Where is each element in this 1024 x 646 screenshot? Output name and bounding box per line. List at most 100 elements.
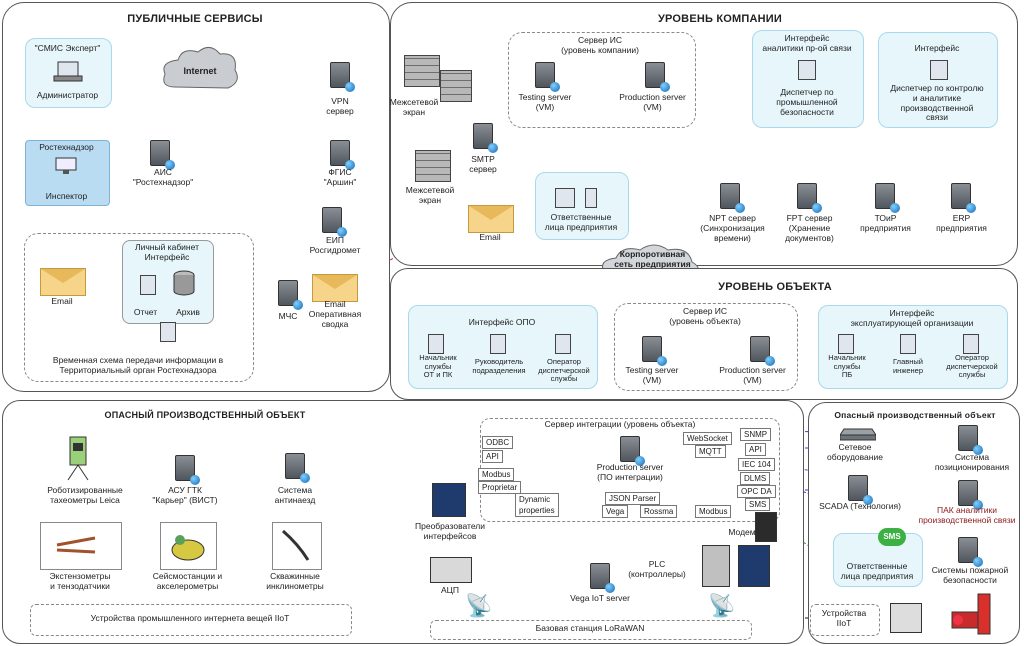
tag-json[interactable]: JSON Parser <box>605 492 661 505</box>
scada-label: SCADA (Технология) <box>819 501 901 511</box>
mchs-label: МЧС <box>278 311 298 321</box>
tag-api-right[interactable]: API <box>745 443 766 456</box>
monitor-icon <box>900 334 916 354</box>
responsible-box[interactable] <box>535 172 629 240</box>
server-icon <box>150 140 175 170</box>
toir-server-icon <box>875 183 900 213</box>
converter-icon <box>432 483 466 517</box>
monitor-icon <box>798 60 816 80</box>
modem-label: Модем <box>728 527 756 537</box>
tag-opcda[interactable]: OPC DA <box>737 485 776 498</box>
internet-cloud-icon <box>163 47 238 89</box>
main-eng-label: Главный инженер <box>892 357 923 375</box>
opo-iface-label: Интерфейс ОПО <box>468 317 536 327</box>
cabinet-box[interactable] <box>122 240 214 324</box>
tag-snmp[interactable]: SNMP <box>740 428 772 441</box>
tag-odbc[interactable]: ODBC <box>482 436 514 449</box>
panel-hazard-object <box>2 400 804 644</box>
eip-label: ЕИП Росгидромет <box>309 235 361 255</box>
monitor-icon <box>838 334 854 354</box>
modem-icon <box>755 512 777 542</box>
testing-server-icon <box>535 62 560 92</box>
monitor-icon <box>555 188 575 208</box>
sms-bubble-label: SMS <box>883 532 901 541</box>
tag-api-left[interactable]: API <box>482 450 503 463</box>
operator2-label: Оператор диспетчерской службы <box>946 353 998 380</box>
ais-label: АИС "Ростехнадзор" <box>132 167 194 187</box>
integration-label: Сервер интеграции (уровень объекта) <box>544 419 696 429</box>
production-int-label: Production server (ПО интеграции) <box>596 462 664 482</box>
monitor-icon <box>930 60 948 80</box>
server-icon <box>330 62 355 92</box>
tag-sms[interactable]: SMS <box>745 498 771 511</box>
operator1-label: Оператор диспетчерской службы <box>538 357 590 384</box>
panel-title-public: ПУБЛИЧНЫЕ СЕРВИСЫ <box>127 13 263 25</box>
document-icon <box>160 322 176 342</box>
firewall-icon <box>440 70 472 102</box>
tag-websocket[interactable]: WebSocket <box>683 432 732 445</box>
adc-icon <box>430 557 472 583</box>
internet-label: Internet <box>183 66 217 76</box>
chief-pb-label: Начальник службы ПБ <box>828 353 866 380</box>
archive-label: Архив <box>176 307 200 317</box>
firewall-icon <box>404 55 440 87</box>
summary-envelope-icon <box>312 274 358 302</box>
smtp-label: SMTP сервер <box>469 154 497 174</box>
report-label: Отчет <box>133 307 158 317</box>
object-testing-label: Testing server (VM) <box>625 365 679 385</box>
asu-server-icon <box>175 455 200 485</box>
panel-title-hazard: ОПАСНЫЙ ПРОИЗВОДСТВЕННЫЙ ОБЪЕКТ <box>104 410 306 420</box>
ftp-server-icon <box>797 183 822 213</box>
chief-ot-label: Начальник службы ОТ и ПК <box>419 353 457 380</box>
antinaezd-label: Система антинаезд <box>274 485 316 505</box>
company-production-label: Production server (VM) <box>619 92 686 112</box>
ntp-label: NPT сервер (Синхронизация времени) <box>700 213 765 243</box>
analytics-iface-label: Интерфейс аналитики пр-ой связи <box>762 33 852 53</box>
inspector-label: Инспектор <box>45 191 88 201</box>
adc-label: АЦП <box>440 585 460 595</box>
company-email-icon <box>468 205 514 233</box>
mchs-server-icon <box>278 280 303 310</box>
fire-label: Системы пожарной безопасности <box>931 565 1009 585</box>
tag-rossma[interactable]: Rossma <box>640 505 678 518</box>
plc-icon <box>702 545 730 587</box>
firewall1-label: Межсетевой экран <box>389 97 439 117</box>
object-production-label: Production server (VM) <box>719 365 786 385</box>
tag-dlms[interactable]: DLMS <box>740 472 771 485</box>
extensometers-label: Экстензометры и тензодатчики <box>49 571 111 591</box>
plc-icon <box>738 545 770 587</box>
org-iface-label: Интерфейс эксплуатирующей организации <box>850 308 974 328</box>
erp-server-icon <box>951 183 976 213</box>
report-icon <box>140 275 156 295</box>
iface2-box[interactable] <box>878 32 998 128</box>
iiot2-box <box>810 604 880 636</box>
converters-label: Преобразователи интерфейсов <box>415 521 485 541</box>
tacheometers-label: Роботизированные тахеометры Leica <box>47 485 123 505</box>
tag-vega[interactable]: Vega <box>602 505 629 518</box>
server-icon <box>322 207 347 237</box>
responsible2-box[interactable] <box>833 533 923 587</box>
tag-iec104[interactable]: IEC 104 <box>738 458 775 471</box>
responsible-label: Ответственные лица предприятия <box>544 212 618 232</box>
erp-label: ERP предприятия <box>936 213 987 233</box>
seismic-label: Сейсмостанции и акселерометры <box>152 571 223 591</box>
antenna-tower-icon: 📡 <box>465 593 493 618</box>
monitor-icon <box>55 157 77 174</box>
extensometer-icon <box>56 536 96 554</box>
vega-iot-server-icon <box>590 563 615 593</box>
head-div-label: Руководитель подразделения <box>472 357 526 375</box>
panel-title-object: УРОВЕНЬ ОБЪЕКТА <box>718 281 832 293</box>
tacheometer-icon <box>67 436 89 481</box>
tag-proprietar[interactable]: Proprietar <box>478 481 522 494</box>
tag-modbus[interactable]: Modbus <box>478 468 515 481</box>
monitor-icon <box>490 334 506 354</box>
phone-icon <box>585 188 597 208</box>
company-is-server-box <box>508 32 696 128</box>
ntp-server-icon <box>720 183 745 213</box>
panel-title-company: УРОВЕНЬ КОМПАНИИ <box>657 13 783 25</box>
tag-modbus2[interactable]: Modbus <box>695 505 732 518</box>
temp-scheme-box <box>24 233 254 382</box>
tag-dynamic[interactable]: Dynamic properties <box>515 493 559 517</box>
tag-mqtt[interactable]: MQTT <box>695 445 726 458</box>
fire-server-icon <box>958 537 983 567</box>
